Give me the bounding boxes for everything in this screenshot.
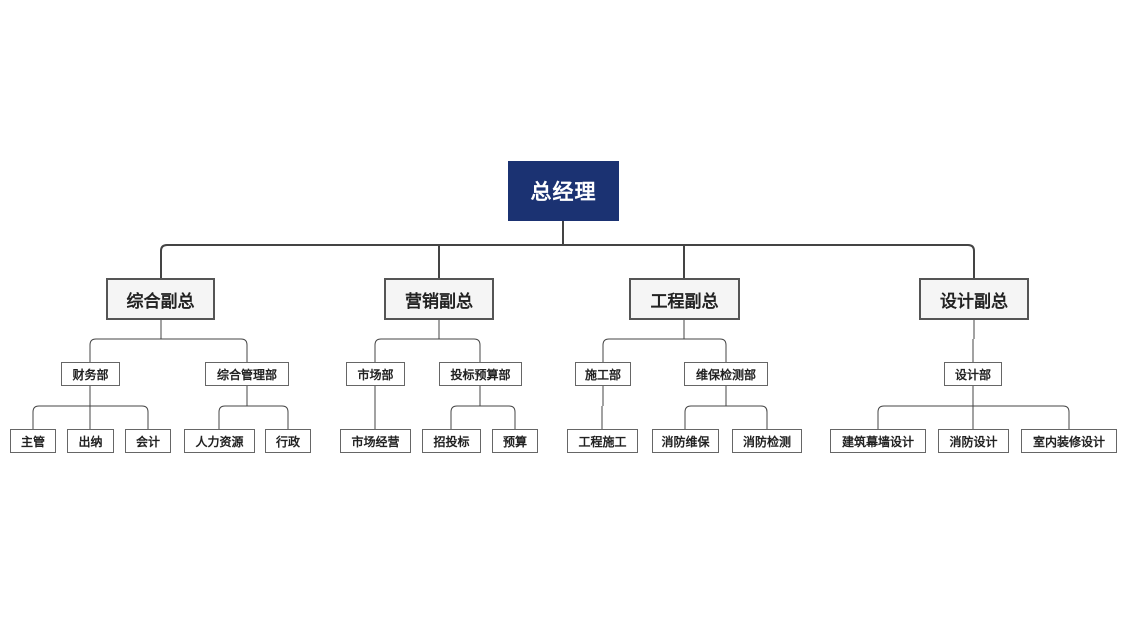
connector-bus [89, 338, 248, 362]
leaf-node-engineering-construction[interactable]: 工程施工 [567, 429, 638, 453]
leaf-node-bidding[interactable]: 招投标 [422, 429, 481, 453]
leaf-label: 出纳 [78, 434, 103, 449]
leaf-node-administration[interactable]: 行政 [265, 429, 311, 453]
connector-vp4-to-depts [972, 320, 975, 362]
vp-node-design[interactable]: 设计副总 [919, 278, 1029, 320]
leaf-label: 会计 [135, 434, 160, 449]
dept-node-maintenance-inspection[interactable]: 维保检测部 [684, 362, 768, 386]
dept-node-market[interactable]: 市场部 [346, 362, 405, 386]
leaf-label: 招投标 [433, 434, 470, 449]
leaf-node-human-resources[interactable]: 人力资源 [184, 429, 255, 453]
vp-label: 工程副总 [650, 291, 719, 312]
leaf-label: 人力资源 [195, 434, 244, 449]
leaf-label: 主管 [20, 434, 45, 449]
root-label: 总经理 [530, 180, 597, 204]
dept-node-general-management[interactable]: 综合管理部 [205, 362, 289, 386]
dept-label: 投标预算部 [450, 367, 511, 382]
connector-vp1-to-depts [89, 320, 248, 362]
connector-bus [160, 244, 975, 278]
connector-mgmt-to-leaves [218, 386, 289, 429]
dept-node-bidding-budget[interactable]: 投标预算部 [439, 362, 522, 386]
leaf-label: 市场经营 [351, 434, 400, 449]
leaf-label: 室内装修设计 [1032, 434, 1105, 449]
leaf-label: 预算 [502, 434, 527, 449]
vp-node-general-affairs[interactable]: 综合副总 [106, 278, 215, 320]
connector-bidding-to-leaves [450, 386, 516, 429]
leaf-label: 消防设计 [949, 434, 998, 449]
connector-finance-to-leaves [32, 386, 149, 429]
dept-label: 施工部 [584, 367, 621, 382]
leaf-node-budget[interactable]: 预算 [492, 429, 538, 453]
vp-label: 设计副总 [940, 291, 1008, 312]
leaf-label: 行政 [275, 434, 300, 449]
vp-label: 营销副总 [405, 291, 473, 312]
connector-maint-to-leaves [684, 386, 768, 429]
connector-bus [602, 338, 727, 362]
leaf-node-curtain-wall-design[interactable]: 建筑幕墙设计 [830, 429, 926, 453]
dept-label: 综合管理部 [216, 367, 277, 382]
leaf-label: 消防检测 [742, 434, 791, 449]
leaf-node-fire-maintenance[interactable]: 消防维保 [652, 429, 719, 453]
connector-bus [684, 405, 768, 429]
leaf-node-fire-design[interactable]: 消防设计 [938, 429, 1009, 453]
connector-root-to-vps [160, 221, 975, 278]
connector-construction-to-leaves [601, 386, 604, 429]
dept-node-finance[interactable]: 财务部 [61, 362, 120, 386]
vp-node-engineering[interactable]: 工程副总 [629, 278, 740, 320]
connector-design-to-leaves [877, 386, 1070, 429]
leaf-node-accountant[interactable]: 会计 [125, 429, 171, 453]
dept-label: 市场部 [357, 367, 394, 382]
connector-vp3-to-depts [602, 320, 727, 362]
root-node-general-manager[interactable]: 总经理 [508, 161, 619, 221]
dept-label: 设计部 [954, 367, 991, 382]
vp-label: 综合副总 [126, 291, 195, 312]
dept-label: 维保检测部 [695, 367, 756, 382]
leaf-node-supervisor[interactable]: 主管 [10, 429, 56, 453]
leaf-node-interior-design[interactable]: 室内装修设计 [1021, 429, 1117, 453]
leaf-label: 建筑幕墙设计 [841, 434, 914, 449]
leaf-label: 工程施工 [578, 434, 627, 449]
connector-bus [450, 405, 516, 429]
leaf-label: 消防维保 [661, 434, 710, 449]
leaf-node-cashier[interactable]: 出纳 [67, 429, 114, 453]
leaf-node-market-operation[interactable]: 市场经营 [340, 429, 411, 453]
dept-node-construction[interactable]: 施工部 [575, 362, 631, 386]
connector-bus [374, 338, 481, 362]
connector-bus [218, 405, 289, 429]
connector-vp2-to-depts [374, 320, 481, 362]
vp-node-marketing[interactable]: 营销副总 [384, 278, 494, 320]
dept-node-design[interactable]: 设计部 [944, 362, 1002, 386]
leaf-node-fire-inspection[interactable]: 消防检测 [732, 429, 802, 453]
dept-label: 财务部 [72, 367, 109, 382]
